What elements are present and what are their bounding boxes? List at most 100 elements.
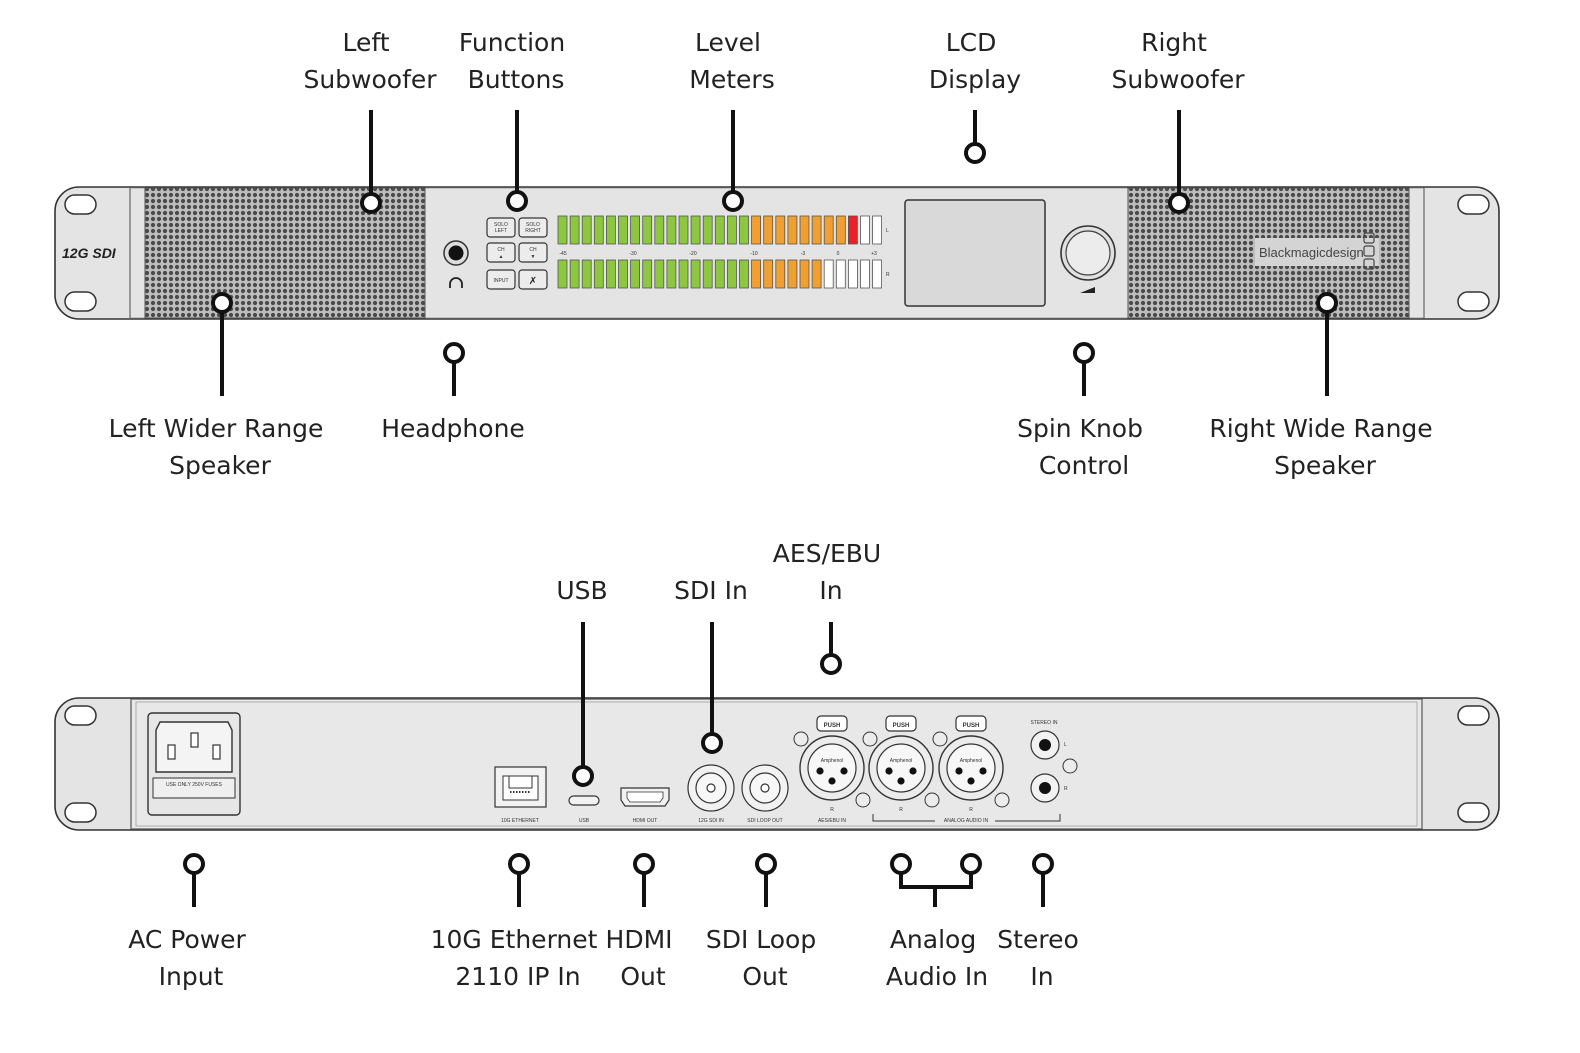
- callout-lcd-display: LCD Display: [929, 28, 1021, 94]
- callout-headphone: Headphone: [381, 414, 525, 443]
- meter-segment: [630, 215, 640, 245]
- front-leaders: [211, 110, 1338, 396]
- stereo-channel-right: R: [1064, 786, 1068, 792]
- callout-left-subwoofer: Left Subwoofer: [303, 28, 437, 94]
- xlr-pin: [840, 767, 848, 775]
- meter-segment: [860, 259, 870, 289]
- callout-10g-ethernet: 10G Ethernet 2110 IP In: [431, 925, 606, 991]
- rear-leaders: [183, 622, 1054, 907]
- brand-logo: Blackmagicdesign: [1259, 245, 1364, 260]
- xlr-brand-label: Amphenol: [960, 758, 983, 764]
- xlr-push-latch[interactable]: [955, 715, 987, 732]
- callout-aes-ebu-in: AES/EBU In: [773, 539, 889, 605]
- xlr-channel-label: R: [969, 807, 973, 813]
- meter-segment: [787, 259, 798, 289]
- callout-level-meters: Level Meters: [689, 28, 774, 94]
- meter-segment: [581, 259, 592, 289]
- meter-segment: [678, 259, 689, 289]
- meter-scale-label: +3: [871, 251, 877, 257]
- usb-port[interactable]: [568, 795, 600, 806]
- meter-segment: [835, 215, 846, 245]
- meter-segment: [630, 259, 640, 289]
- fuse-label: USE ONLY 250V FUSES: [166, 782, 223, 788]
- mount-screw: [994, 792, 1010, 808]
- rack-hole: [1457, 802, 1490, 823]
- xlr-pin: [897, 777, 905, 785]
- meter-segment: [654, 259, 665, 289]
- meter-segment: [739, 259, 749, 289]
- analog-audio-label: ANALOG AUDIO IN: [944, 818, 989, 824]
- meter-segment: [557, 259, 568, 289]
- xlr-push-latch[interactable]: [816, 715, 848, 732]
- meter-segment: [569, 259, 580, 289]
- meter-segment: [787, 215, 798, 245]
- meter-segment: [557, 215, 568, 245]
- mount-screw: [932, 731, 948, 747]
- callout-sdi-loop-out: SDI Loop Out: [706, 925, 824, 991]
- meter-segment: [799, 259, 810, 289]
- solo-left-button[interactable]: [486, 217, 516, 238]
- xlr-pin: [816, 767, 824, 775]
- rack-hole: [1457, 194, 1490, 215]
- xlr-pin: [955, 767, 963, 775]
- channel-down-button[interactable]: [518, 242, 548, 263]
- usb-label: USB: [579, 818, 590, 824]
- hdmi-label: HDMI OUT: [633, 818, 658, 824]
- xlr-pin: [979, 767, 987, 775]
- mute-button[interactable]: [518, 269, 548, 290]
- meter-segment: [606, 259, 616, 289]
- brand-plate: [1255, 238, 1379, 266]
- channel-up-button[interactable]: [486, 242, 516, 263]
- meter-segment: [618, 259, 628, 289]
- xlr-pin: [909, 767, 917, 775]
- badge-12g-sdi: 12G SDI: [62, 245, 117, 261]
- input-button[interactable]: [486, 269, 516, 290]
- meter-segment: [848, 215, 858, 245]
- callout-right-subwoofer: Right Subwoofer: [1111, 28, 1245, 94]
- callout-spin-knob-control: Spin Knob Control: [1017, 414, 1151, 480]
- input-label: INPUT: [494, 278, 509, 284]
- xlr-push-latch[interactable]: [885, 715, 917, 732]
- meter-segment: [642, 259, 653, 289]
- meter-segment: [714, 259, 725, 289]
- lcd-display: [904, 199, 1046, 307]
- meter-segment: [835, 259, 846, 289]
- level-meters: [557, 215, 882, 289]
- meter-segment: [569, 215, 580, 245]
- meter-segment: [666, 215, 677, 245]
- rack-hole: [64, 705, 97, 726]
- xlr-channel-label: R: [899, 807, 903, 813]
- meter-segment: [872, 215, 882, 245]
- meter-scale-label: -10: [750, 251, 757, 257]
- meter-segment: [690, 215, 701, 245]
- meter-segment: [678, 215, 689, 245]
- xlr-face: [807, 743, 857, 793]
- channel-down-label: CH▼: [529, 247, 537, 260]
- meter-segment: [714, 215, 725, 245]
- callout-sdi-in: SDI In: [674, 576, 748, 605]
- mount-screw: [793, 731, 809, 747]
- meter-scale-label: -45: [559, 251, 566, 257]
- meter-segment: [618, 215, 628, 245]
- ethernet-label: 10G ETHERNET: [501, 818, 539, 824]
- meter-segment: [702, 259, 713, 289]
- callout-function-buttons: Function Buttons: [459, 28, 573, 94]
- meter-segment: [690, 259, 701, 289]
- xlr-face: [876, 743, 926, 793]
- spin-knob-cap: [1065, 230, 1111, 276]
- meter-segment: [739, 215, 749, 245]
- sdi-loop-out-label: SDI LOOP OUT: [747, 818, 782, 824]
- solo-right-button[interactable]: [518, 217, 548, 238]
- meter-segment: [727, 215, 737, 245]
- xlr-brand-label: Amphenol: [890, 758, 913, 764]
- meter-channel-right: R: [886, 272, 890, 278]
- xlr-pin: [885, 767, 893, 775]
